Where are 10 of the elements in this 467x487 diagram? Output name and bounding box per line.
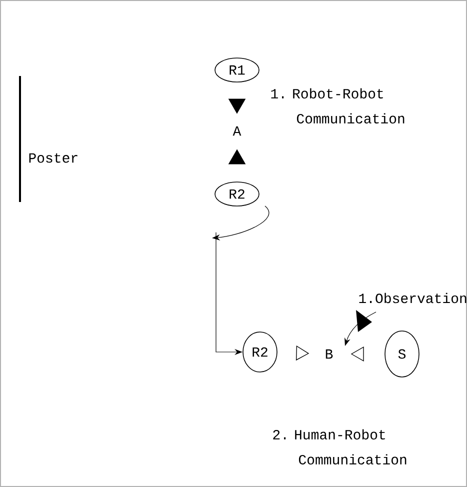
ellipse-node: R2	[214, 182, 260, 206]
label: 1.Observation	[359, 292, 466, 304]
ellipse-node: R2	[242, 332, 278, 372]
node-letter: B	[326, 349, 333, 359]
label: Poster	[29, 153, 78, 163]
node-letter: A	[232, 126, 242, 136]
ellipse-node: R1	[214, 58, 260, 82]
caption: 1. Robot-Robot Communication	[271, 88, 404, 124]
ellipse-node: S	[384, 330, 420, 378]
caption: 2. Human-Robot Communication	[273, 429, 406, 464]
